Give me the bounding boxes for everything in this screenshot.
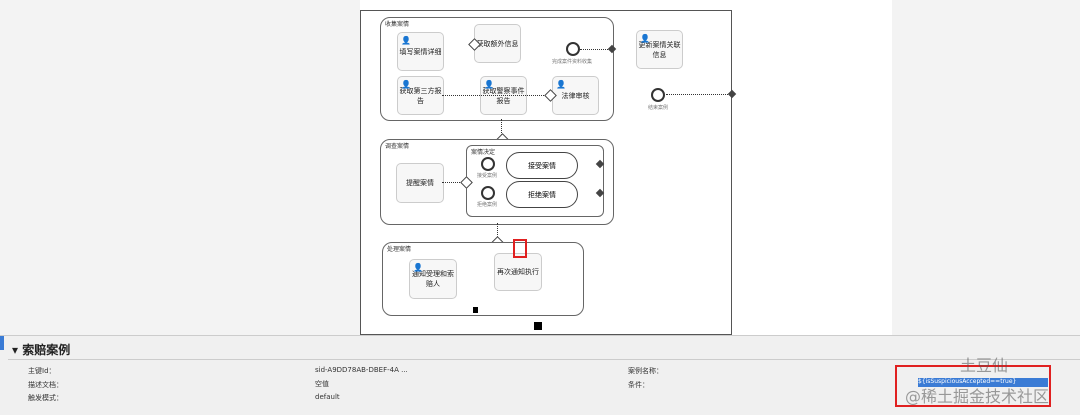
properties-panel: ▾ 索赔案例 主键Id： sid-A9DD78AB-DBEF-4A ... 描述… — [0, 335, 1080, 415]
user-icon: 👤 — [484, 80, 494, 89]
prop-value[interactable]: 空值 — [315, 380, 329, 388]
right-area — [892, 0, 1080, 335]
task[interactable]: 👤 填写案情详细 — [397, 32, 444, 71]
flow — [501, 119, 502, 139]
task-label: 提醒案情 — [406, 179, 434, 187]
panel-title[interactable]: ▾ 索赔案例 — [12, 343, 71, 357]
task-label: 再次通知执行 — [497, 268, 539, 276]
end-event[interactable] — [566, 42, 580, 56]
task[interactable]: 👤获取第三方报告 — [397, 76, 444, 115]
subtask[interactable]: 拒绝案情 — [506, 181, 578, 208]
task-label: 接受案情 — [528, 161, 556, 170]
flow — [666, 94, 732, 95]
event-label: 接受案例 — [477, 173, 498, 179]
task-label: 拒绝案情 — [528, 190, 556, 199]
prop-label: 描述文档： — [28, 381, 63, 389]
task[interactable]: 👤 法律审核 — [552, 76, 599, 115]
event-label: 拒绝案例 — [477, 202, 498, 208]
divider — [8, 359, 1080, 360]
group-label: 处理案情 — [387, 246, 412, 253]
flow — [442, 182, 464, 183]
task[interactable]: 👤通知受理和索赔人 — [409, 259, 457, 299]
task-label: 法律审核 — [561, 91, 590, 100]
prop-value[interactable]: sid-A9DD78AB-DBEF-4A ... — [315, 366, 408, 374]
panel-edge — [0, 336, 4, 350]
prop-value[interactable]: default — [315, 393, 340, 401]
subtask[interactable]: 接受案情 — [506, 152, 578, 179]
gateway-highlight-box[interactable] — [513, 239, 527, 258]
user-icon: 👤 — [401, 80, 411, 89]
task-selected[interactable]: 再次通知执行 — [494, 253, 542, 291]
task-label: 获取额外信息 — [476, 39, 519, 48]
group-label: 收集案情 — [385, 21, 410, 28]
prop-label: 主键Id： — [28, 367, 56, 375]
highlight-box — [895, 365, 1051, 407]
task[interactable]: 提醒案情 — [396, 163, 444, 203]
subprocess-label: 案情决定 — [471, 149, 496, 156]
prop-label: 案例名称： — [628, 367, 663, 375]
left-area — [0, 0, 360, 335]
pool — [360, 10, 732, 335]
task[interactable]: 👤更新案情关联信息 — [636, 30, 683, 69]
resize-handle[interactable] — [473, 307, 478, 313]
event-label: 完成案件资料收集 — [552, 59, 593, 65]
task-label: 通知受理和索赔人 — [412, 270, 454, 288]
user-icon: 👤 — [640, 34, 650, 43]
panel-title-text: 索赔案例 — [22, 343, 71, 357]
user-icon: 👤 — [556, 80, 566, 89]
condition-input[interactable]: ${isSuspiciousAccepted==true} — [918, 378, 1048, 387]
diagram-canvas[interactable]: 收集案情 👤填写案情详细 获取额外信息 👤获取第三方报告 👤获取警察事件报告 👤… — [360, 0, 892, 335]
resize-handle[interactable] — [534, 322, 542, 330]
user-icon: 👤 — [401, 36, 411, 45]
event[interactable] — [481, 157, 495, 171]
task-label: 填写案情详细 — [399, 47, 442, 56]
flow — [497, 223, 498, 241]
task[interactable]: 获取额外信息 — [474, 24, 521, 63]
watermark: @稀土掘金技术社区 — [905, 387, 1050, 406]
group-label: 调查案情 — [385, 143, 410, 150]
flow — [442, 95, 552, 96]
task-label: 获取警察事件报告 — [482, 86, 525, 105]
task-label: 更新案情关联信息 — [638, 40, 681, 59]
watermark: 土豆仙 — [960, 356, 1009, 375]
end-event[interactable] — [651, 88, 665, 102]
flow — [580, 49, 612, 50]
user-icon: 👤 — [413, 263, 423, 272]
event-label: 结束案例 — [648, 105, 669, 111]
task-label: 获取第三方报告 — [399, 86, 442, 105]
event[interactable] — [481, 186, 495, 200]
prop-label: 触发模式： — [28, 394, 63, 402]
prop-label: 条件： — [628, 381, 649, 389]
